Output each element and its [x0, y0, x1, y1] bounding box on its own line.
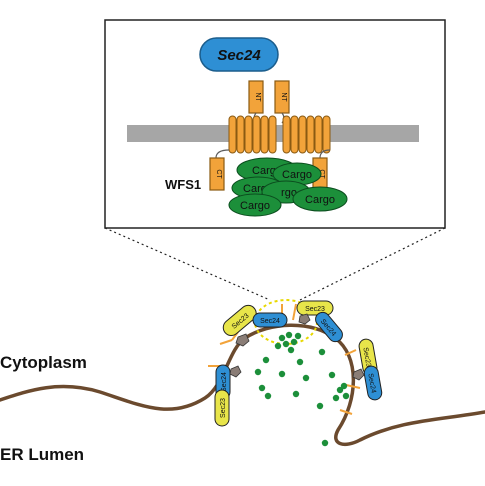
cytoplasm-label: Cytoplasm: [0, 353, 87, 372]
sec24-large-label: Sec24: [217, 47, 261, 64]
hexagon-linker-2: [298, 313, 311, 325]
svg-text:Sec23: Sec23: [361, 347, 371, 368]
ct-right-linker: [319, 149, 331, 159]
svg-text:rgo: rgo: [281, 187, 297, 199]
hexagon-linker-1: [235, 333, 250, 347]
er-membrane: [0, 323, 485, 447]
cargo-5: [228, 193, 282, 217]
cargo-dots: [254, 331, 350, 447]
ct-domain-left: CT: [209, 149, 230, 191]
coat-complex-left: Sec24 Sec23: [214, 364, 242, 427]
ct-left-linker: [215, 149, 230, 159]
svg-text:Cargo: Cargo: [305, 194, 335, 206]
nt-right-label: NT: [280, 92, 287, 102]
hexagon-linker-4: [229, 365, 242, 378]
ct-left-label: CT: [215, 169, 222, 179]
transmembrane-bundle-left: [228, 115, 277, 154]
ct-right-label: CT: [318, 169, 325, 179]
er-lumen-label: ER Lumen: [0, 445, 84, 464]
svg-text:Sec23: Sec23: [305, 306, 325, 313]
wfs1-label: WFS1: [165, 177, 201, 192]
sec24-large: Sec24: [199, 37, 279, 72]
coat-complex-right: Sec23 Sec24: [352, 338, 383, 401]
transmembrane-bundle-right: [282, 115, 331, 154]
cargo-cluster: Cargo Cargo Cargo rgo Cargo Cargo: [228, 157, 348, 217]
coat-complex-top-right: Sec23 Sec24: [296, 300, 343, 343]
coat-complex-top-left: Sec23 Sec24: [222, 304, 288, 347]
svg-text:Sec24: Sec24: [260, 318, 280, 325]
svg-text:Cargo: Cargo: [282, 169, 312, 181]
svg-text:Cargo: Cargo: [240, 200, 270, 212]
nt-left-label: NT: [254, 92, 261, 102]
cargo-6: [292, 186, 348, 212]
svg-text:Sec24: Sec24: [366, 373, 376, 394]
zoom-line-left: [104, 227, 271, 301]
svg-text:Sec23: Sec23: [220, 398, 227, 418]
svg-text:Sec24: Sec24: [221, 372, 228, 392]
sec24-large-shape: [199, 37, 279, 72]
hexagon-linker-3: [352, 368, 365, 381]
zoom-line-right: [299, 227, 446, 301]
